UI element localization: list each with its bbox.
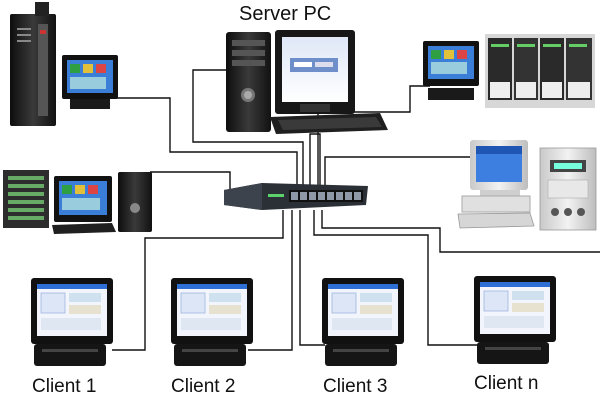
monitor-icon [474,276,556,342]
keyboard-icon [270,113,388,134]
keyboard-icon [457,212,535,229]
monitor-icon [275,30,355,114]
network-switch-icon [224,183,368,210]
monitor-icon [62,55,118,109]
monitor-icon [461,140,531,213]
monitor-icon [423,41,479,100]
instrument-cabinet-icon [539,147,597,231]
tower-server-icon [118,172,152,232]
keyboard-icon [52,223,116,234]
monitor-icon [171,278,253,344]
client-1-workstation [31,278,113,366]
io-rack-icon [3,170,49,228]
monitor-icon [322,278,404,344]
tower-server-icon [10,2,56,126]
client-n-workstation [474,276,556,364]
client-n-label: Client n [474,373,539,394]
monitor-icon [31,278,113,344]
tower-server-icon [226,32,271,132]
client-2-label: Client 2 [171,376,236,397]
client-2-workstation [171,278,253,366]
server-pc [226,30,388,134]
client-3-workstation [322,278,404,366]
network-cables [112,69,600,351]
monitor-icon [54,176,112,222]
server-pc-label: Server PC [239,3,332,25]
io-rack-icon [485,34,595,108]
client-1-label: Client 1 [32,376,97,397]
client-3-label: Client 3 [323,376,388,397]
